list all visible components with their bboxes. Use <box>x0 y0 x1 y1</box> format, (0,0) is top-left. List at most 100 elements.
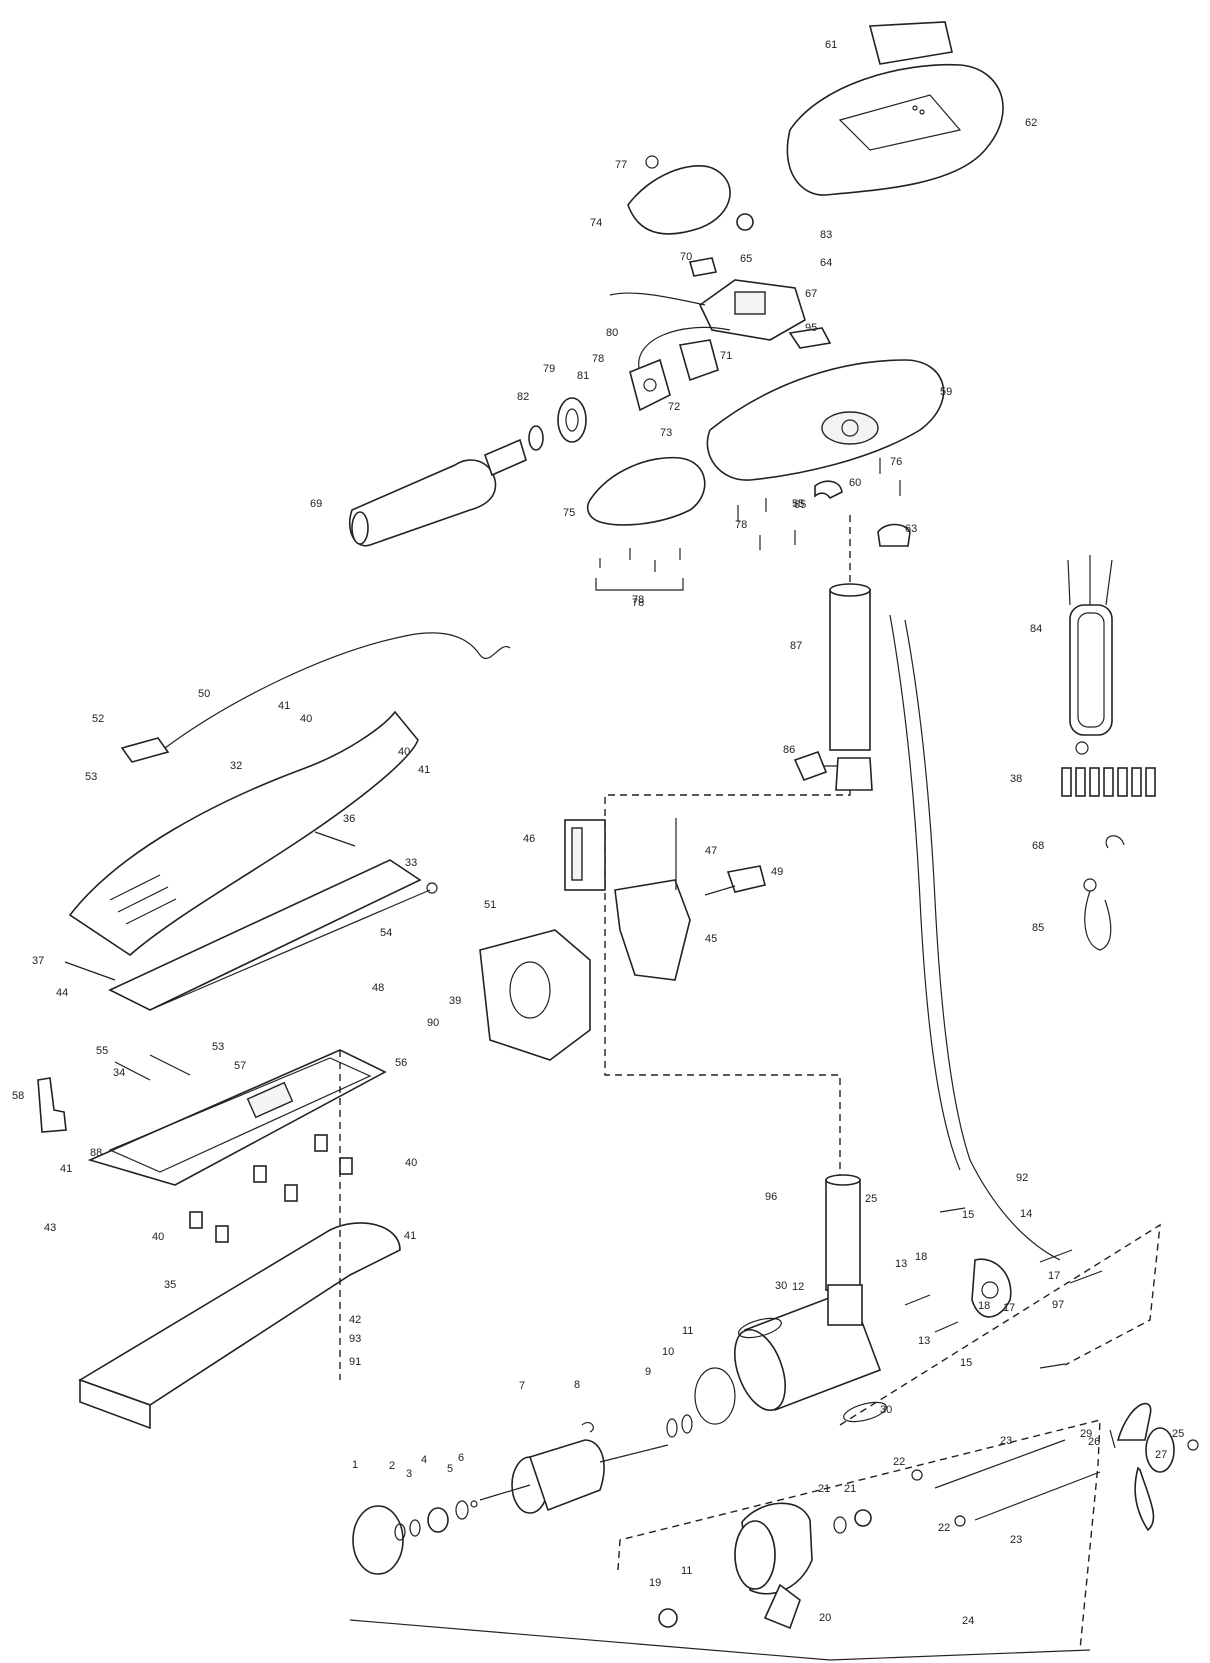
callout-52: 52 <box>92 713 104 725</box>
bushings-43 <box>189 1134 353 1243</box>
callout-43: 43 <box>44 1222 56 1234</box>
part-25-tube <box>825 1174 861 1291</box>
part-70-terminal <box>688 257 718 277</box>
part-79-collar <box>557 397 587 443</box>
callout-44: 44 <box>56 987 68 999</box>
callout-41: 41 <box>278 700 290 712</box>
callout-24: 24 <box>962 1615 974 1627</box>
callout-23: 23 <box>1000 1435 1012 1447</box>
callout-13: 13 <box>895 1258 907 1270</box>
callout-22: 22 <box>938 1522 950 1534</box>
part-74-cover <box>627 165 754 235</box>
callout-18: 18 <box>978 1300 990 1312</box>
callout-7: 7 <box>519 1380 525 1392</box>
callout-58: 58 <box>12 1090 24 1102</box>
part-27-29-prop-hardware <box>1109 1429 1199 1451</box>
callout-84: 84 <box>1030 623 1042 635</box>
shaft-routing-dashed <box>604 790 851 1175</box>
part-83-collar <box>877 523 911 547</box>
callout-22: 22 <box>893 1456 905 1468</box>
callout-39: 39 <box>449 995 461 1007</box>
part-71-bracket <box>678 339 719 382</box>
callout-87: 87 <box>790 640 802 652</box>
callout-40: 40 <box>152 1231 164 1243</box>
bracket-label-78: 78 <box>632 597 644 609</box>
part-34-base <box>87 1049 387 1186</box>
part-50-cable <box>164 632 511 749</box>
callout-34: 34 <box>113 1067 125 1079</box>
callout-81: 81 <box>577 370 589 382</box>
part-15-screws <box>939 1207 1066 1369</box>
part-21-washers <box>833 1509 872 1534</box>
part-85-ring <box>1105 835 1125 849</box>
callout-51: 51 <box>484 899 496 911</box>
callout-15: 15 <box>962 1209 974 1221</box>
part-49-knob <box>704 865 766 896</box>
screws-78 <box>595 548 684 591</box>
callout-41: 41 <box>60 1163 72 1175</box>
part-26-propeller <box>1116 1402 1175 1532</box>
callout-36: 36 <box>343 813 355 825</box>
part-46-insert <box>564 819 606 891</box>
part-9-10-washers <box>666 1414 693 1438</box>
callout-60: 60 <box>849 477 861 489</box>
callout-74: 74 <box>590 217 602 229</box>
callout-11: 11 <box>682 1325 693 1337</box>
callout-5: 5 <box>447 1463 453 1475</box>
callout-56: 56 <box>395 1057 407 1069</box>
callout-76: 76 <box>890 456 902 468</box>
callout-91: 91 <box>349 1356 361 1368</box>
part-56-pin <box>149 1054 191 1076</box>
part-30-gaskets <box>738 1317 887 1423</box>
part-57-pin <box>114 1061 151 1081</box>
callout-26: 26 <box>1088 1436 1100 1448</box>
callout-49: 49 <box>771 866 783 878</box>
callout-4: 4 <box>421 1454 427 1466</box>
part-45-bracket <box>614 879 691 981</box>
callout-67: 67 <box>805 288 817 300</box>
callout-21: 21 <box>844 1483 856 1495</box>
callout-59: 59 <box>940 386 952 398</box>
callout-1: 1 <box>352 1459 358 1471</box>
callout-2: 2 <box>389 1460 395 1472</box>
callout-55: 55 <box>96 1045 108 1057</box>
part-52-clamp <box>120 737 170 763</box>
part-38-clip <box>37 1077 67 1133</box>
callout-78: 78 <box>735 519 747 531</box>
callout-12: 12 <box>792 1281 804 1293</box>
part-32-pedal-top <box>68 710 419 957</box>
callout-40: 40 <box>398 746 410 758</box>
callout-29: 29 <box>1080 1428 1092 1440</box>
callout-30: 30 <box>775 1280 787 1292</box>
callout-25: 25 <box>865 1193 877 1205</box>
callout-65: 65 <box>794 499 806 511</box>
callout-25: 25 <box>1172 1428 1184 1440</box>
screws-76 <box>737 458 901 550</box>
part-22-balls <box>911 1469 966 1527</box>
callout-20: 20 <box>819 1612 831 1624</box>
part-33-pedal-plate <box>108 859 422 1011</box>
callout-50: 50 <box>198 688 210 700</box>
callout-10: 10 <box>662 1346 674 1358</box>
callout-45: 45 <box>705 933 717 945</box>
callout-64: 64 <box>820 257 832 269</box>
callout-78: 78 <box>592 353 604 365</box>
part-54-rod <box>149 882 438 1011</box>
callout-54: 54 <box>380 927 392 939</box>
callout-85: 85 <box>1032 922 1044 934</box>
callout-6: 6 <box>458 1452 464 1464</box>
part-62-top-cover <box>786 63 1004 196</box>
part-84-coil <box>1067 555 1113 755</box>
callout-35: 35 <box>164 1279 176 1291</box>
callout-73: 73 <box>660 427 672 439</box>
callout-63: 63 <box>905 523 917 535</box>
callout-17: 17 <box>1003 1302 1015 1314</box>
part-7-armature <box>479 1439 669 1514</box>
part-11-oring <box>694 1367 736 1425</box>
part-23-through-bolts <box>934 1439 1101 1521</box>
callout-11: 11 <box>681 1565 692 1577</box>
callout-18: 18 <box>915 1251 927 1263</box>
part-59-housing <box>706 359 945 481</box>
